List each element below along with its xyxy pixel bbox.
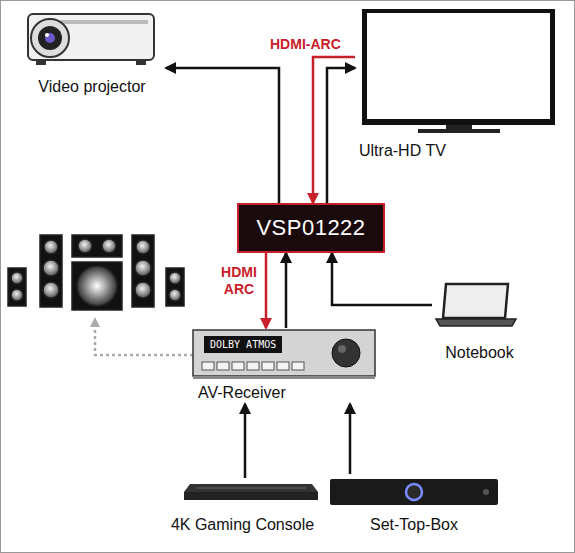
settopbox-icon [330, 479, 498, 505]
tv-icon [362, 9, 555, 133]
notebook-icon [436, 284, 516, 326]
console-icon [184, 484, 318, 500]
hdmi-connector [327, 68, 355, 203]
hdmi-connector [244, 404, 247, 478]
device-label: Video projector [18, 78, 166, 96]
console-node: 4K Gaming Console [160, 478, 325, 534]
settopbox-node: Set-Top-Box [328, 474, 500, 534]
device-label: Ultra-HD TV [355, 142, 560, 160]
connection-label: HDMI-ARC [268, 36, 343, 53]
hdmi-connector [166, 68, 279, 203]
hdmi-connector [285, 253, 288, 328]
receiver-node: DOLBY ATMOS AV-Receiver [190, 328, 378, 404]
hdmi-connector [265, 253, 268, 328]
speaker-wire [95, 322, 193, 355]
switch-label: VSP01222 [256, 215, 365, 240]
device-label: Notebook [432, 344, 527, 362]
receiver-icon [193, 330, 375, 379]
hdmi-connector [332, 253, 432, 305]
speaker-set [8, 235, 184, 310]
device-label: 4K Gaming Console [160, 516, 325, 534]
display-text: DOLBY ATMOS [204, 336, 282, 353]
notebook-node: Notebook [432, 280, 527, 362]
hdmi-connector [349, 404, 352, 474]
connection-label: HDMI ARC [214, 264, 264, 298]
device-label: Set-Top-Box [328, 516, 500, 534]
switch-box: VSP01222 [237, 203, 385, 253]
hdmi-connector [313, 57, 355, 203]
projector-icon [28, 14, 154, 65]
tv-node: Ultra-HD TV [355, 6, 560, 160]
projector-node: Video projector [18, 4, 166, 96]
device-label: AV-Receiver [198, 384, 286, 402]
